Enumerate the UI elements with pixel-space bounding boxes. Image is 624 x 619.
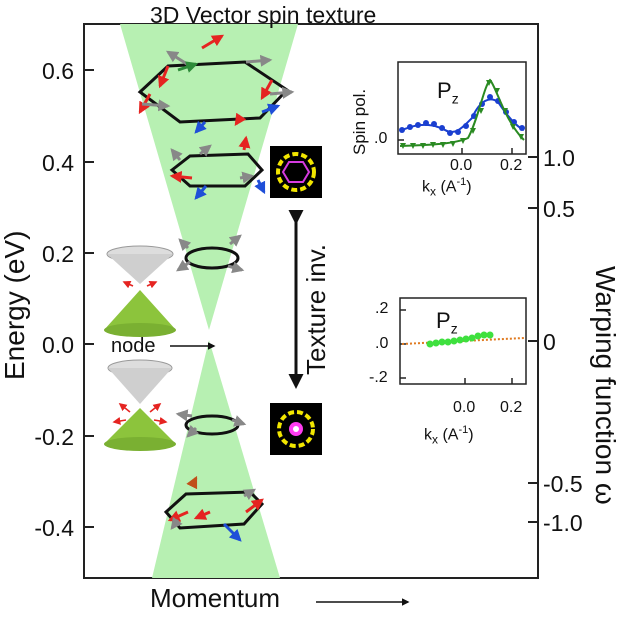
right-tick-label: -1.0 (543, 510, 583, 536)
right-tick-label: 1.0 (543, 145, 575, 171)
right-tick-label: 0 (543, 329, 556, 355)
dirac-cone-upper-sketch (104, 245, 176, 337)
dirac-cone-lower-sketch (104, 359, 176, 451)
inset-bottom-xtick: 0.2 (500, 399, 523, 416)
inset-bottom-ytick: -.2 (369, 369, 388, 386)
inset-bottom-title: Pz (436, 308, 458, 337)
inset-top-ytick: .0 (374, 130, 388, 147)
left-tick-label: 0.6 (42, 58, 74, 84)
inset-bottom-ytick: .2 (375, 300, 389, 317)
left-tick-label: 0.2 (42, 241, 74, 267)
inset-top-plot (397, 61, 527, 155)
right-tick-marks (528, 156, 538, 523)
left-tick-label: 0.4 (42, 150, 74, 176)
left-tick-label: -0.2 (34, 424, 74, 450)
inset-bottom-xtick: 0.0 (453, 399, 476, 416)
inset-top-xtick: 0.0 (450, 157, 473, 174)
inset-top-title: Pz (437, 78, 459, 107)
spin-arrows (138, 34, 295, 542)
y-axis-left-label: Energy (eV) (0, 230, 30, 380)
x-axis-label: Momentum (150, 583, 281, 613)
y-axis-right-label: Warping function ω (590, 266, 621, 505)
swirl-icon-lower (270, 403, 322, 455)
contour-04 (169, 152, 265, 188)
inset-top-xtick: 0.2 (500, 157, 523, 174)
figure-title: 3D Vector spin texture (150, 2, 377, 28)
right-tick-label: -0.5 (543, 471, 583, 497)
left-tick-label: 0.0 (42, 332, 74, 358)
left-tick-marks (84, 69, 94, 528)
inset-bottom-ytick: .0 (375, 335, 389, 352)
lower-cone (152, 340, 280, 578)
texture-inv-label: Texture inv. (301, 243, 331, 375)
plot-frame (83, 23, 539, 579)
inset-bottom-xlabel: kx (A-1) (424, 424, 474, 447)
node-label: node (111, 335, 156, 357)
inset-bottom-plot (399, 297, 527, 385)
left-tick-label: -0.4 (34, 515, 74, 541)
inset-top-xlabel: kx (A-1) (422, 176, 472, 199)
inset-top-ylabel: Spin pol. (350, 88, 369, 155)
right-tick-label: 0.5 (543, 196, 575, 222)
swirl-icon-upper (270, 146, 322, 198)
contour-02 (184, 246, 240, 270)
